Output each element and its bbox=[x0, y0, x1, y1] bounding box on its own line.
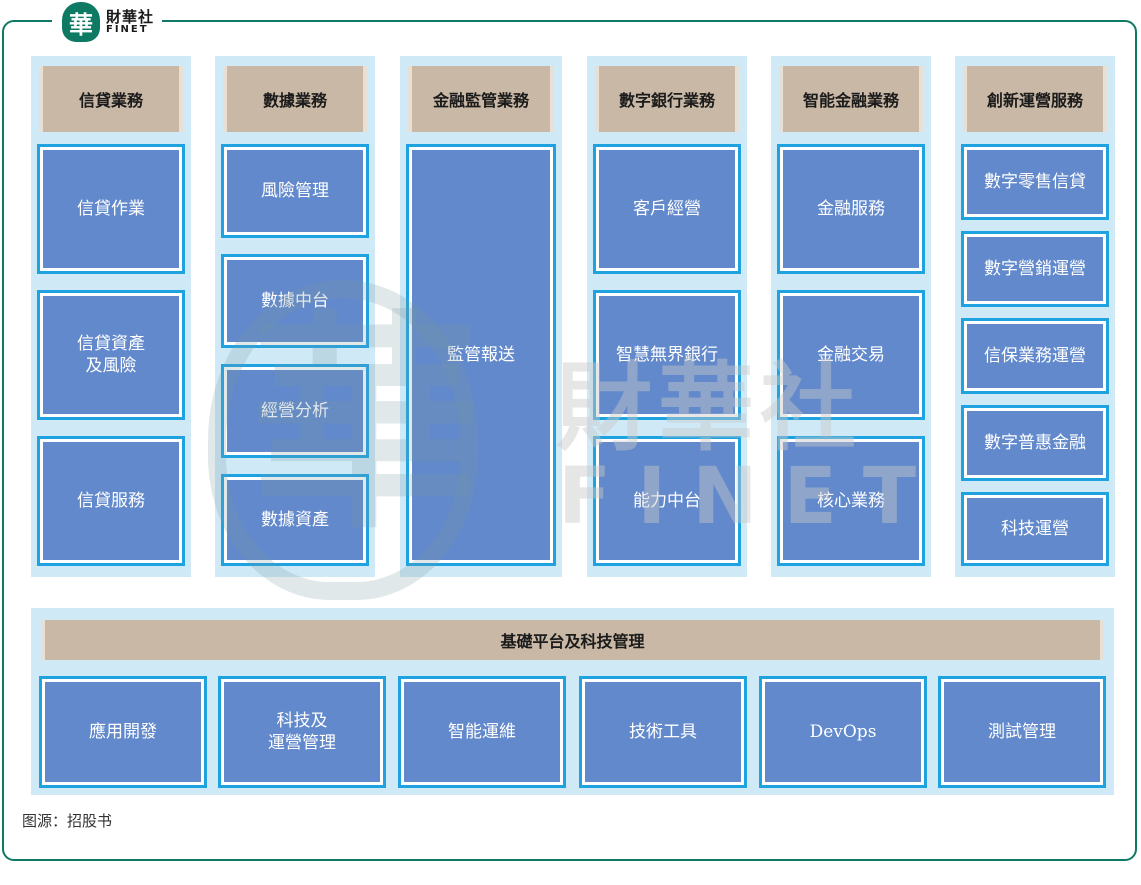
module-box: 客戶經營 bbox=[593, 144, 741, 274]
logo-name-cn: 財華社 bbox=[106, 8, 155, 26]
module-box: 經營分析 bbox=[221, 364, 369, 458]
logo-name-en: FINET bbox=[106, 24, 149, 35]
module-box: 數字營銷運營 bbox=[961, 231, 1109, 307]
column-data: 數據業務 風險管理 數據中台 經營分析 數據資產 bbox=[215, 56, 375, 577]
column-title: 信貸業務 bbox=[39, 66, 183, 132]
module-box: 能力中台 bbox=[593, 436, 741, 566]
module-box: 信保業務運營 bbox=[961, 318, 1109, 394]
module-box: 核心業務 bbox=[777, 436, 925, 566]
module-box: 信貸服務 bbox=[37, 436, 185, 566]
module-box: 科技運營 bbox=[961, 492, 1109, 566]
module-box: 數字零售信貸 bbox=[961, 144, 1109, 220]
platform-title: 基礎平台及科技管理 bbox=[41, 620, 1104, 660]
platform-box: 技術工具 bbox=[579, 676, 747, 788]
module-box: 數字普惠金融 bbox=[961, 405, 1109, 481]
platform-box: 智能運維 bbox=[398, 676, 566, 788]
module-box: 信貸資產 及風險 bbox=[37, 290, 185, 420]
column-digital-bank: 數字銀行業務 客戶經營 智慧無界銀行 能力中台 bbox=[587, 56, 747, 577]
module-box: 金融服務 bbox=[777, 144, 925, 274]
platform-box: DevOps bbox=[759, 676, 927, 788]
module-box: 智慧無界銀行 bbox=[593, 290, 741, 420]
column-credit: 信貸業務 信貸作業 信貸資產 及風險 信貸服務 bbox=[31, 56, 191, 577]
module-box: 數據資產 bbox=[221, 474, 369, 566]
column-smart-finance: 智能金融業務 金融服務 金融交易 核心業務 bbox=[771, 56, 931, 577]
module-box: 金融交易 bbox=[777, 290, 925, 420]
column-innovation: 創新運營服務 數字零售信貸 數字營銷運營 信保業務運營 數字普惠金融 科技運營 bbox=[955, 56, 1115, 577]
platform-box: 測試管理 bbox=[938, 676, 1106, 788]
platform-panel: 基礎平台及科技管理 應用開發 科技及 運營管理 智能運維 技術工具 DevOps… bbox=[31, 608, 1114, 795]
module-box: 數據中台 bbox=[221, 254, 369, 348]
platform-box: 應用開發 bbox=[39, 676, 207, 788]
column-regulatory: 金融監管業務 監管報送 bbox=[400, 56, 562, 577]
column-title: 數字銀行業務 bbox=[595, 66, 739, 132]
column-title: 創新運營服務 bbox=[963, 66, 1107, 132]
module-box: 信貸作業 bbox=[37, 144, 185, 274]
module-box: 監管報送 bbox=[406, 144, 556, 566]
source-caption: 图源：招股书 bbox=[22, 812, 113, 830]
column-title: 數據業務 bbox=[223, 66, 367, 132]
platform-box: 科技及 運營管理 bbox=[218, 676, 386, 788]
column-title: 金融監管業務 bbox=[408, 66, 554, 132]
column-title: 智能金融業務 bbox=[779, 66, 923, 132]
diagram-frame bbox=[2, 20, 1137, 861]
module-box: 風險管理 bbox=[221, 144, 369, 238]
finet-logo: 華 財華社 FINET bbox=[52, 0, 162, 44]
logo-mark: 華 bbox=[62, 2, 100, 42]
